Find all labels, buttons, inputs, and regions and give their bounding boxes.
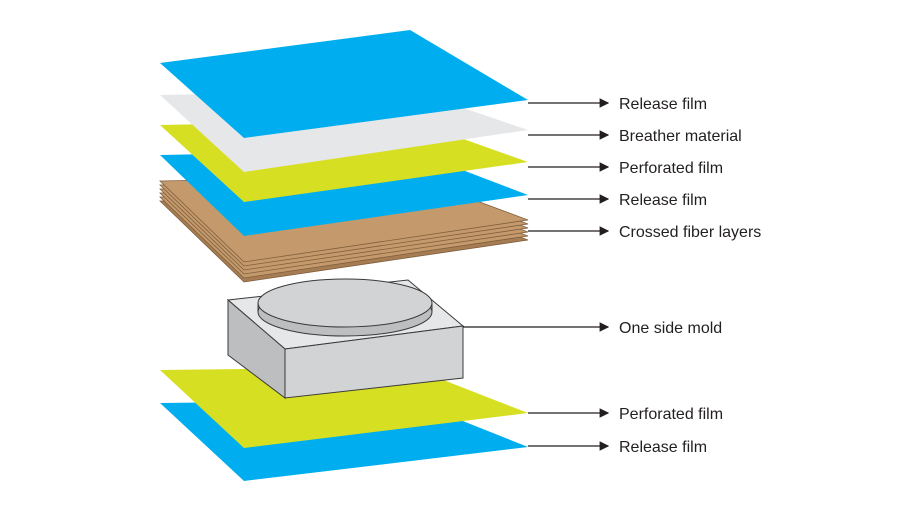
label-release-film-bottom: Release film: [619, 439, 707, 456]
label-one-side-mold: One side mold: [619, 320, 722, 337]
one-side-mold-block: [226, 278, 465, 400]
callout-release-film-bottom: Release film: [528, 439, 707, 456]
mold-side-face: [227, 298, 286, 400]
callout-perforated-film-bottom: Perforated film: [528, 406, 723, 423]
label-crossed-fiber-layers: Crossed fiber layers: [619, 224, 761, 241]
callout-release-film-top: Release film: [528, 96, 707, 113]
label-breather-material: Breather material: [619, 128, 742, 145]
label-release-film-middle: Release film: [619, 192, 707, 209]
label-release-film-top: Release film: [619, 96, 707, 113]
label-perforated-film-bottom: Perforated film: [619, 406, 723, 423]
perforated-film-bottom-sheet: [160, 367, 528, 448]
release-film-top-sheet: [160, 30, 528, 138]
label-perforated-film-top: Perforated film: [619, 160, 723, 177]
mold-dome-top: [257, 278, 433, 328]
callout-breather-material: Breather material: [528, 128, 742, 145]
callout-crossed-fiber-layers: Crossed fiber layers: [528, 224, 761, 241]
callout-release-film-middle: Release film: [528, 192, 707, 209]
callout-one-side-mold: One side mold: [463, 320, 722, 337]
callout-perforated-film-top: Perforated film: [528, 160, 723, 177]
